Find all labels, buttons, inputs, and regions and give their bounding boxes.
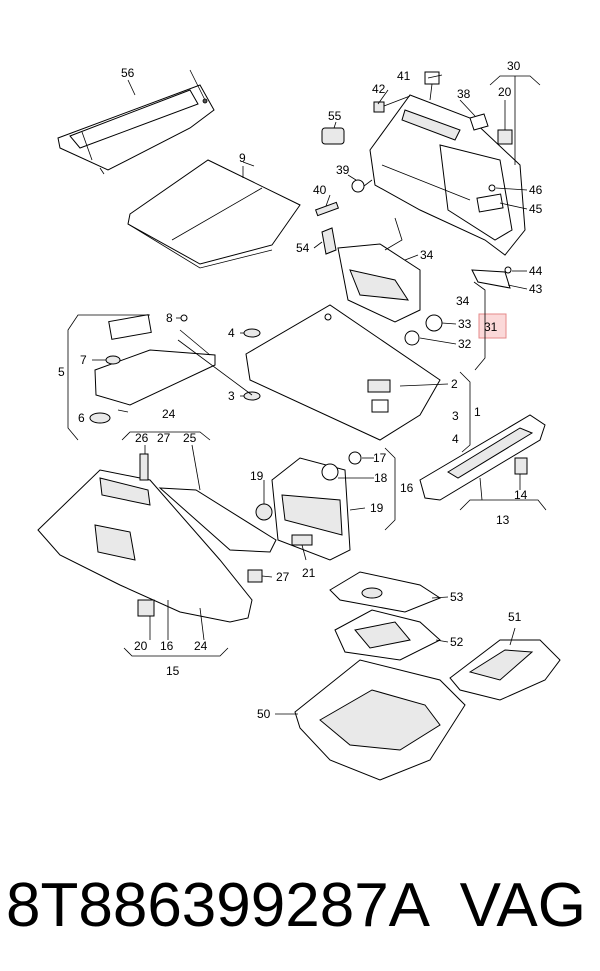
callout-38: 38 [457, 87, 471, 101]
brand-text: VAG [459, 871, 586, 940]
part-26-strip [139, 453, 149, 481]
exploded-parts-diagram: 56 9 41 30 42 38 20 55 39 46 45 40 54 34… [37, 59, 561, 781]
callout-27-top: 27 [157, 431, 171, 445]
callout-52: 52 [450, 635, 464, 649]
part-39-holder [351, 179, 373, 193]
callout-30: 30 [507, 59, 521, 73]
part-40-bolt [314, 201, 340, 217]
callout-51: 51 [508, 610, 522, 624]
callout-17: 17 [373, 451, 387, 465]
callout-31-highlight [478, 313, 507, 339]
leader-lines [67, 74, 547, 715]
callout-26: 26 [135, 431, 149, 445]
callout-2: 2 [451, 377, 458, 391]
callout-16-bottom: 16 [160, 639, 174, 653]
part-9-floor-board [127, 159, 301, 269]
callout-3-right: 3 [452, 409, 459, 423]
part-53-foam-insert [329, 571, 442, 613]
callout-55: 55 [328, 109, 342, 123]
callout-54: 54 [296, 241, 310, 255]
part-51-side-insert [449, 639, 561, 701]
part-5-floor-tray [94, 314, 216, 406]
part-3-grommet [243, 391, 261, 401]
callout-16-right: 16 [400, 481, 414, 495]
callout-20-bottom: 20 [134, 639, 148, 653]
callout-34-top: 34 [420, 248, 434, 262]
callout-8: 8 [166, 311, 173, 325]
callout-5: 5 [58, 365, 65, 379]
callout-15: 15 [166, 664, 180, 678]
part-30-side-trim [369, 94, 526, 256]
part-38-clip [469, 113, 489, 131]
part-43-bracket [471, 269, 511, 289]
callout-45: 45 [529, 202, 543, 216]
callout-3-mid: 3 [228, 389, 235, 403]
callout-4-right: 4 [452, 432, 459, 446]
part-46-screw [488, 184, 496, 192]
part-34-storage-bin [337, 217, 421, 323]
callout-1: 1 [474, 405, 481, 419]
callout-18: 18 [374, 471, 388, 485]
callout-46: 46 [529, 183, 543, 197]
part-13-sill-panel [419, 414, 546, 501]
part-33-cap [425, 314, 443, 332]
callout-33: 33 [458, 317, 472, 331]
callout-43: 43 [529, 282, 543, 296]
callout-50: 50 [257, 707, 271, 721]
callout-25: 25 [183, 431, 197, 445]
callout-24-bottom: 24 [194, 639, 208, 653]
callout-19-top: 19 [250, 469, 264, 483]
part-4-grommet [243, 328, 261, 338]
part-24-left-side-trim [37, 469, 277, 623]
part-1-floor-panel [245, 304, 441, 441]
callout-39: 39 [336, 163, 350, 177]
part-41-bracket [424, 71, 440, 101]
part-27-clip [247, 569, 263, 583]
callout-labels: 56 9 41 30 42 38 20 55 39 46 45 40 54 34… [58, 59, 543, 721]
part-55-light [321, 127, 345, 145]
part-16-side-storage [271, 451, 362, 561]
caption-bar: 8T886399287A VAG [0, 858, 600, 958]
callout-34-mid: 34 [456, 294, 470, 308]
part-number-text: 8T886399287A [6, 871, 431, 940]
callout-9: 9 [239, 151, 246, 165]
callout-44: 44 [529, 264, 543, 278]
callout-27-right: 27 [276, 570, 290, 584]
part-8-screw [180, 314, 188, 322]
callout-19-right: 19 [370, 501, 384, 515]
callout-42: 42 [372, 82, 386, 96]
callout-40: 40 [313, 183, 327, 197]
callout-6: 6 [78, 411, 85, 425]
part-50-spare-well [294, 659, 466, 781]
part-20-small-clip [137, 599, 155, 617]
part-6-pad [89, 412, 111, 424]
part-7-grommet [105, 355, 121, 365]
callout-14: 14 [514, 488, 528, 502]
callout-21: 21 [302, 566, 316, 580]
callout-32: 32 [458, 337, 472, 351]
part-32-cap [404, 330, 420, 346]
callout-41: 41 [397, 69, 411, 83]
part-52-tool-tray [334, 609, 441, 661]
callout-53: 53 [450, 590, 464, 604]
part-19-cap [255, 503, 273, 521]
callout-24-top: 24 [162, 407, 176, 421]
callout-7: 7 [80, 353, 87, 367]
callout-4-mid: 4 [228, 326, 235, 340]
callout-31: 31 [484, 320, 498, 334]
callout-13: 13 [496, 513, 510, 527]
part-54-socket [321, 227, 337, 255]
callout-56: 56 [121, 66, 135, 80]
part-56-cargo-cover [57, 69, 215, 175]
callout-20-top: 20 [498, 85, 512, 99]
part-20-clip [497, 129, 513, 145]
part-44-screw [504, 266, 512, 274]
